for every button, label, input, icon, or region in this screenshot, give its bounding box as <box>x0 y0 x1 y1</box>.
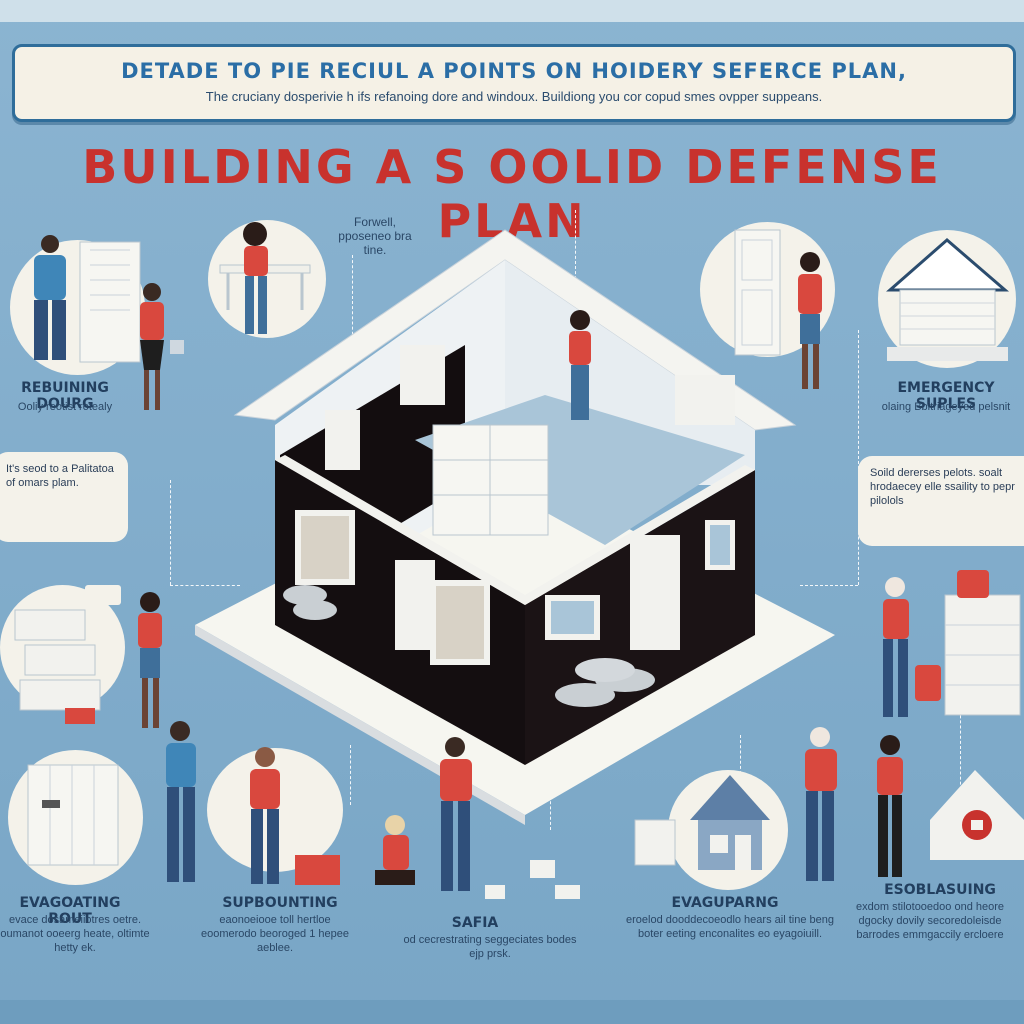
small-house-icon <box>634 775 770 870</box>
supporting-caption: eaonoeiooe toll hertloe eoomerodo beorog… <box>200 914 349 954</box>
establishing-people-illustration <box>805 727 1024 881</box>
woman-with-blocks-illustration <box>14 585 162 728</box>
central-house-illustration <box>195 229 835 825</box>
evacuating-route-title: EVAGOATING ROUT <box>19 895 121 927</box>
emergency-supplies-title: EMERGENCY SUPLES <box>897 380 995 412</box>
woman-at-door-illustration <box>734 229 822 389</box>
intro-banner: DETADE TO PIE RECIUL A POINTS ON HOIDERY… <box>12 44 1016 122</box>
establishing-title: ESOBLASUING <box>884 882 996 898</box>
evaguarding-title: EVAGUPARNG <box>671 895 779 911</box>
left-callout: It's seod to a Palitatoa of omars plam. <box>0 452 128 542</box>
top-strip <box>0 0 1024 22</box>
reinforcing-doors-title: REBUINING DOURG <box>21 380 109 412</box>
gate-icon <box>27 764 119 866</box>
connector-line <box>352 255 353 345</box>
emergency-supplies-caption: olaing Bbitriageyed pelsnit <box>881 401 1011 413</box>
evaguarding-caption: eroelod dooddecoeodlo hears ail tine ben… <box>626 914 834 940</box>
connector-line <box>740 735 741 805</box>
right-callout: Soild dererses pelots. soalt hrodaecey e… <box>858 456 1024 546</box>
man-with-supplies-illustration <box>883 570 1021 717</box>
top-note: Forwell, pposeneo bra tine. <box>338 215 412 257</box>
safety-people-illustration <box>375 737 580 899</box>
banner-title: DETADE TO PIE RECIUL A POINTS ON HOIDERY… <box>121 59 907 83</box>
supporting-people-illustration <box>166 721 343 885</box>
connector-line <box>575 210 576 320</box>
bottom-strip <box>0 1000 1024 1024</box>
main-title: BUILDING A S OOLID DEFENSE PLAN <box>82 140 942 248</box>
reinforcing-doors-caption: Ooliy reotist rotealy <box>17 401 113 413</box>
connector-line <box>170 585 240 586</box>
supporting-title: SUPBOUNTING <box>222 895 338 911</box>
connector-line <box>858 330 859 585</box>
connector-line <box>350 745 351 805</box>
safety-caption: od cecrestrating seggeciates bodes ejp p… <box>403 934 577 960</box>
connector-line <box>960 700 961 800</box>
house-icon <box>886 238 1010 361</box>
woman-at-table-illustration <box>219 222 311 334</box>
banner-subtitle: The cruciany dosperivie h ifs refanoing … <box>205 89 823 104</box>
establishing-caption: exdom stilotooedoo ond heore dgocky dovi… <box>856 901 1004 941</box>
evacuating-route-caption: evace dosameiiotres oetre. oumanot ooeer… <box>0 914 150 954</box>
connector-line <box>170 480 171 585</box>
connector-line <box>800 585 858 586</box>
reinforcing-doors-illustration <box>34 235 184 410</box>
safety-title: SAFIA <box>451 915 499 931</box>
